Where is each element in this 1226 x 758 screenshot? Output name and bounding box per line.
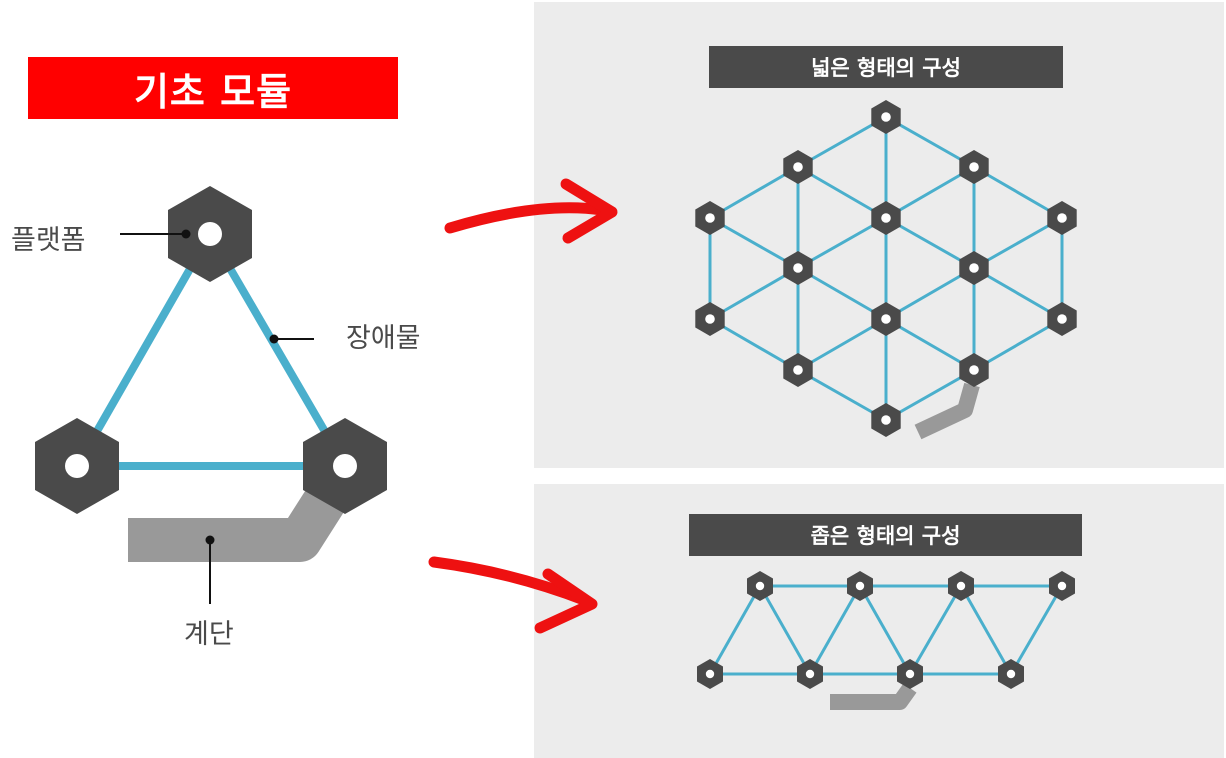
hexagon-platform-icon	[897, 659, 923, 689]
stairs-label: 계단	[184, 619, 234, 650]
basic-module	[35, 186, 387, 604]
obstacle-edge	[908, 585, 963, 675]
obstacle-edge	[1009, 585, 1064, 675]
hexagon-platform-icon	[847, 571, 873, 601]
wide-panel-header: 넓은 형태의 구성	[709, 46, 1063, 88]
hexagon-platform-icon	[35, 418, 119, 514]
hexagon-platform-icon	[871, 302, 901, 336]
narrow-configuration-graph	[697, 571, 1075, 710]
hexagon-platform-icon	[797, 659, 823, 689]
hexagon-platform-icon	[948, 571, 974, 601]
platform-label: 플랫폼	[11, 225, 86, 256]
wide-configuration-graph	[695, 100, 1077, 440]
right-arrow-icon	[428, 556, 598, 634]
hexagon-platform-icon	[783, 251, 813, 285]
hexagon-platform-icon	[959, 150, 989, 184]
obstacle-label: 장애물	[346, 323, 421, 354]
obstacle-edge	[73, 232, 214, 468]
hexagon-platform-icon	[783, 353, 813, 387]
obstacle-edge	[959, 585, 1013, 675]
hexagon-platform-icon	[783, 150, 813, 184]
hexagon-platform-icon	[871, 201, 901, 235]
stairs-shape	[128, 473, 354, 562]
hexagon-platform-icon	[959, 353, 989, 387]
stairs-shape	[914, 382, 980, 440]
obstacle-edge	[858, 585, 912, 675]
hexagon-platform-icon	[1049, 571, 1075, 601]
hexagon-platform-icon	[695, 201, 725, 235]
narrow-panel-header: 좁은 형태의 구성	[689, 514, 1082, 556]
hexagon-platform-icon	[871, 100, 901, 134]
hexagon-platform-icon	[998, 659, 1024, 689]
hexagon-platform-icon	[168, 186, 252, 282]
main-title: 기초 모듈	[28, 57, 398, 119]
hexagon-platform-icon	[303, 418, 387, 514]
obstacle-edge	[808, 585, 862, 675]
stairs-shape	[830, 683, 917, 710]
hexagon-platform-icon	[1047, 302, 1077, 336]
obstacle-edge	[708, 585, 762, 675]
hexagon-platform-icon	[1047, 201, 1077, 235]
right-arrow-icon	[444, 178, 618, 244]
hexagon-platform-icon	[747, 571, 773, 601]
hexagon-platform-icon	[871, 403, 901, 437]
hexagon-platform-icon	[695, 302, 725, 336]
hexagon-platform-icon	[697, 659, 723, 689]
obstacle-edge	[758, 585, 812, 675]
hexagon-platform-icon	[959, 251, 989, 285]
obstacle-edge	[206, 231, 349, 469]
